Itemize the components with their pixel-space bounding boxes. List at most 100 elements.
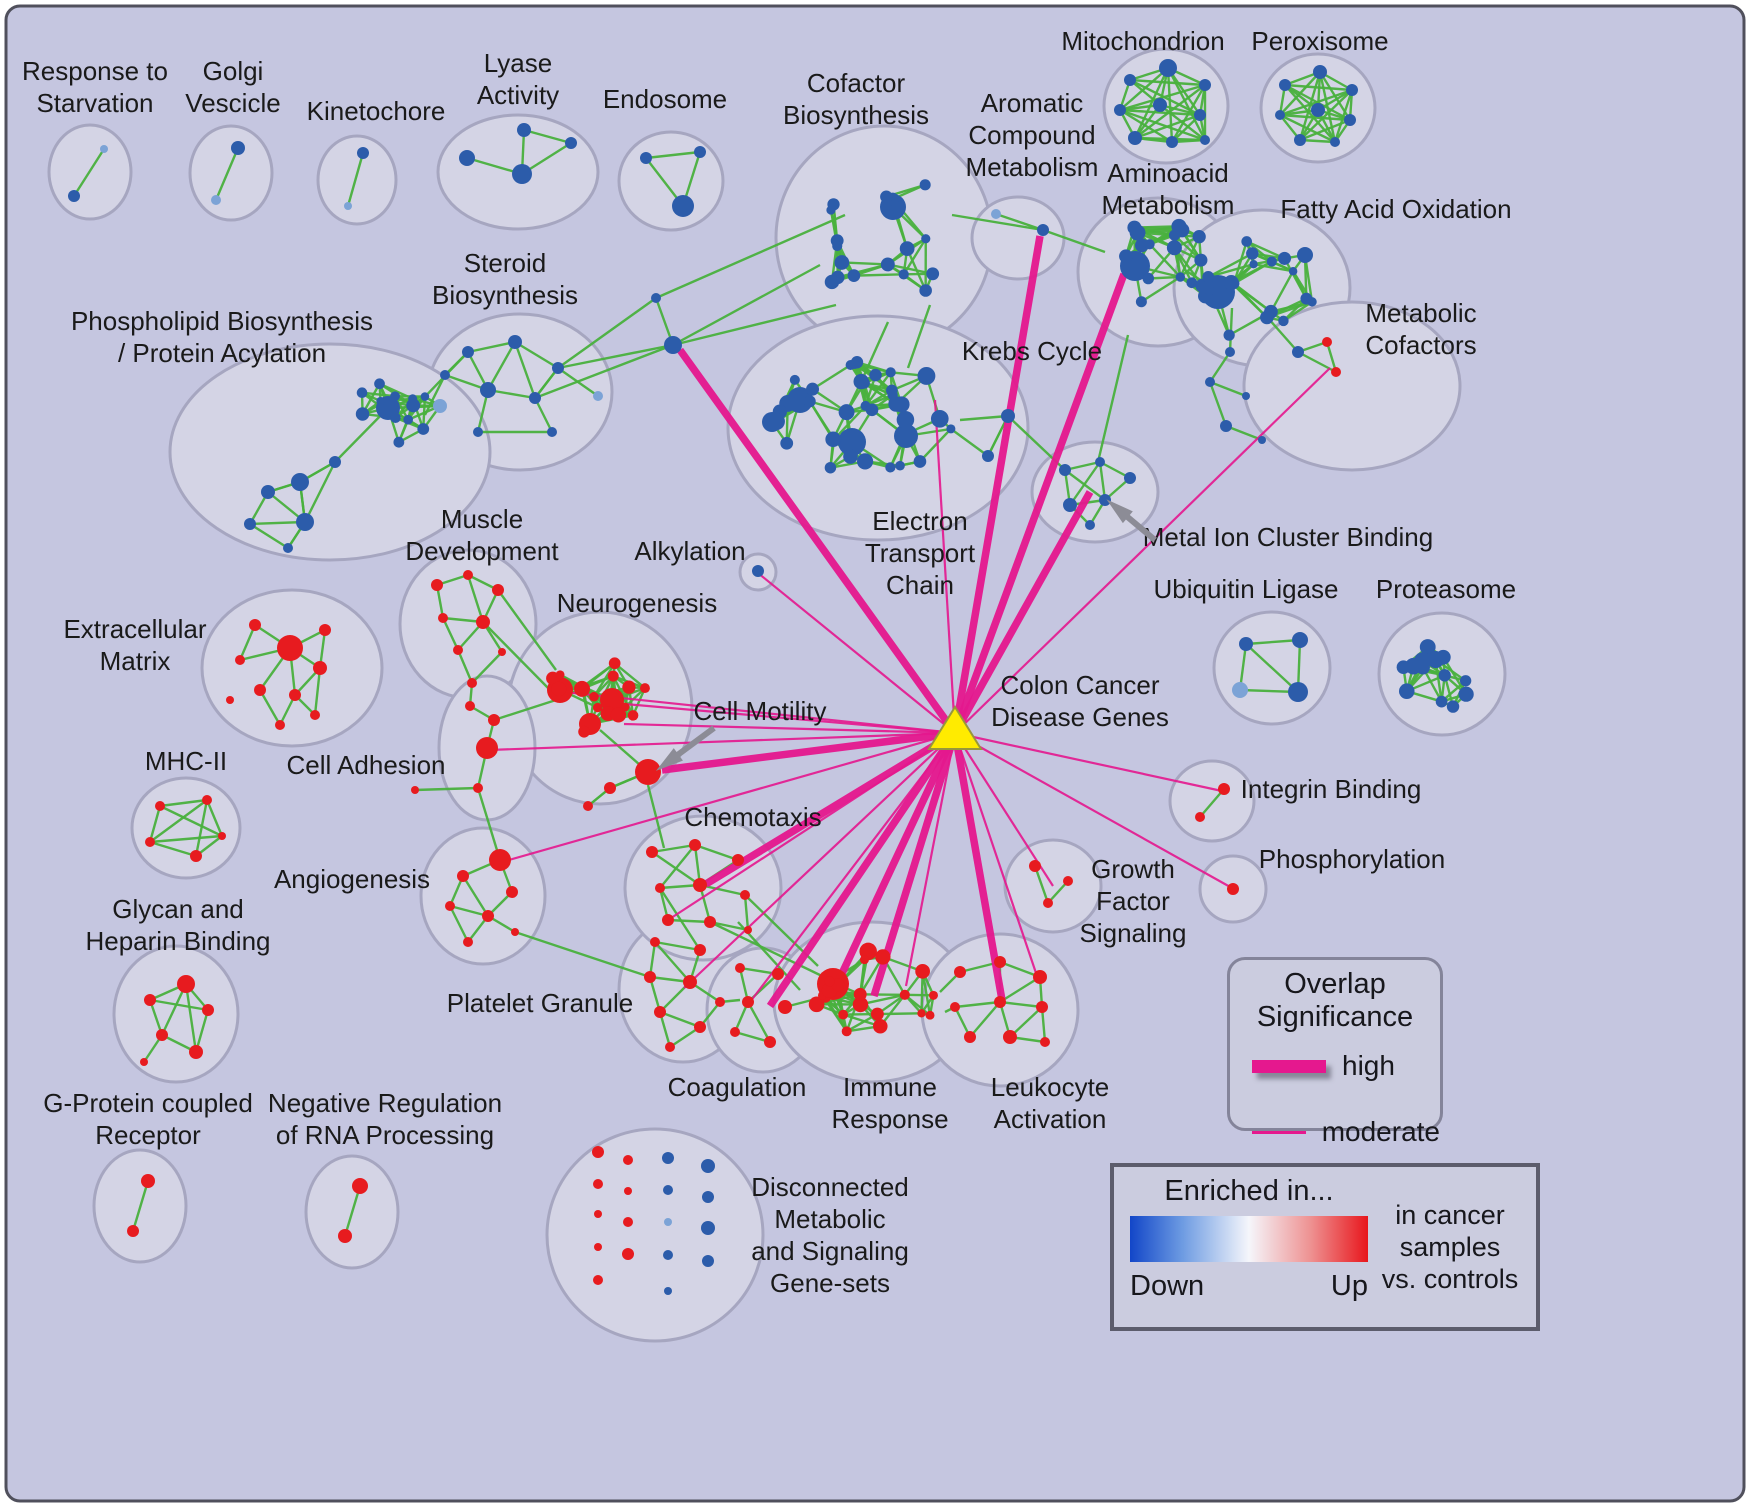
chemotaxis-node (693, 878, 707, 892)
fatty-acid-oxidation-node (1246, 247, 1259, 260)
angiogenesis-node (511, 928, 519, 936)
overlap-edge-moderate (904, 732, 957, 987)
platelet-granule-node (694, 944, 706, 956)
krebs-etc-cluster-node (895, 460, 905, 471)
overlap-edge-moderate (749, 732, 956, 1003)
steroid-biosynthesis-node (552, 362, 564, 374)
ubiquitin-ligase-label: Ubiquitin Ligase (1153, 574, 1338, 604)
krebs-etc-cluster-edge (919, 428, 952, 463)
mhc-ii-edge (149, 840, 197, 858)
endosome-node (640, 152, 652, 164)
krebs-etc-cluster-node (827, 432, 842, 447)
platelet-granule-edge (654, 940, 701, 952)
immune-response-node (925, 1010, 935, 1020)
fatty-acid-oxidation-node (1297, 247, 1313, 263)
disconnected-genesets-node (624, 1187, 632, 1195)
platelet-granule-edge (658, 1011, 672, 1048)
krebs-etc-cluster-node (913, 455, 927, 468)
disconnected-genesets-node (593, 1179, 603, 1189)
krebs-etc-cluster-node (856, 453, 874, 470)
mhc-ii-area (130, 776, 242, 880)
peroxisome-edge (1279, 88, 1353, 117)
integrin-binding-node (1195, 812, 1205, 822)
chemotaxis-edge (667, 918, 711, 924)
inter-cluster-edge (497, 589, 557, 671)
response-to-starvation-edge (72, 148, 106, 197)
overlap-edge-moderate (683, 732, 956, 989)
cofactor-biosynthesis-node (834, 255, 850, 270)
mhc-ii-edge (159, 798, 208, 808)
steroid-biosynthesis-edge (513, 341, 537, 399)
immune-response-node (875, 949, 891, 965)
platelet-granule-edge (659, 1010, 701, 1029)
aminoacid-metabolism-node (1166, 240, 1182, 256)
cofactor-biosynthesis-node (847, 269, 861, 282)
phospholipid-biosynthesis-node (329, 456, 341, 468)
glycan-heparin-binding-node (189, 1045, 203, 1059)
muscle-development-node (467, 678, 477, 688)
disconnected-genesets-area (545, 1127, 765, 1343)
overlap-moderate-label: moderate (1321, 1116, 1440, 1147)
lyase-activity-node (459, 150, 475, 166)
phospholipid-biosynthesis-node (393, 436, 405, 448)
leukocyte-activation-node (1003, 1030, 1017, 1044)
peroxisome-edge (1298, 71, 1322, 141)
glycan-heparin-binding-edge (194, 1009, 210, 1053)
inter-cluster-edge (514, 930, 651, 979)
mhc-ii-edge (148, 805, 162, 843)
fatty-acid-oxidation-edge (1269, 270, 1295, 313)
colon-cancer-hub-triangle (927, 705, 983, 750)
inter-cluster-edge (534, 343, 674, 400)
disconnected-genesets-node (701, 1221, 715, 1235)
extracellular-matrix-node (226, 696, 234, 704)
overlap-edge-moderate (488, 731, 956, 752)
phospholipid-biosynthesis-edge (361, 391, 396, 398)
cofactor-biosynthesis-node (824, 274, 840, 290)
krebs-etc-cluster-node (865, 403, 879, 417)
platelet-granule-node (654, 1006, 666, 1018)
steroid-biosynthesis-edge (486, 341, 517, 391)
coagulation-node (742, 996, 754, 1008)
overlap-edge-moderate (501, 731, 956, 864)
proteasome-node (1446, 700, 1460, 713)
peroxisome-node (1279, 79, 1291, 91)
cell-adhesion-node (488, 714, 500, 726)
angiogenesis-edge (461, 875, 490, 917)
metabolic-cofactors-node (1322, 337, 1332, 347)
chemotaxis-node (744, 926, 752, 934)
disconnected-genesets-node (623, 1217, 633, 1227)
endosome-label: Endosome (603, 84, 727, 114)
chemotaxis-node (740, 890, 750, 900)
krebs-etc-cluster-node (896, 410, 915, 429)
steroid-biosynthesis-node (508, 335, 522, 349)
leukocyte-activation-node (994, 996, 1006, 1008)
disconnected-genesets-node (701, 1159, 715, 1173)
inter-cluster-edge (1267, 317, 1299, 353)
krebs-etc-cluster-node (838, 404, 855, 421)
cofactor-biosynthesis-node (919, 179, 931, 191)
lyase-activity-node (517, 123, 531, 137)
glycan-heparin-binding-node (156, 1029, 168, 1041)
overlap-edge-high (951, 235, 1044, 734)
mitochondrion-edge (1133, 67, 1170, 139)
phospholipid-biosynthesis-node (261, 485, 275, 499)
cofactor-biosynthesis-node (899, 241, 915, 256)
negative-regulation-rna-node (338, 1229, 352, 1243)
immune-response-node (928, 990, 938, 1000)
leukocyte-activation-node (950, 1002, 960, 1012)
negative-regulation-rna-edge (343, 1185, 362, 1237)
fatty-acid-tail-node (1242, 392, 1250, 400)
immune-response-node (853, 987, 867, 1001)
aminoacid-metabolism-node (1186, 277, 1198, 289)
peroxisome-node (1346, 84, 1358, 96)
phospholipid-biosynthesis-node (390, 412, 401, 423)
metabolic-cofactors-node (1292, 346, 1304, 358)
angiogenesis-node (506, 886, 518, 898)
metal-ion-cluster-binding-node (1085, 520, 1095, 530)
golgi-vescicle-edge (214, 147, 240, 201)
fatty-acid-oxidation-node (1278, 315, 1289, 327)
extracellular-matrix-node (249, 619, 261, 631)
leukocyte-activation-edge (999, 1000, 1043, 1009)
g-protein-coupled-receptor-edge (131, 1180, 150, 1232)
endosome-area (617, 130, 725, 232)
